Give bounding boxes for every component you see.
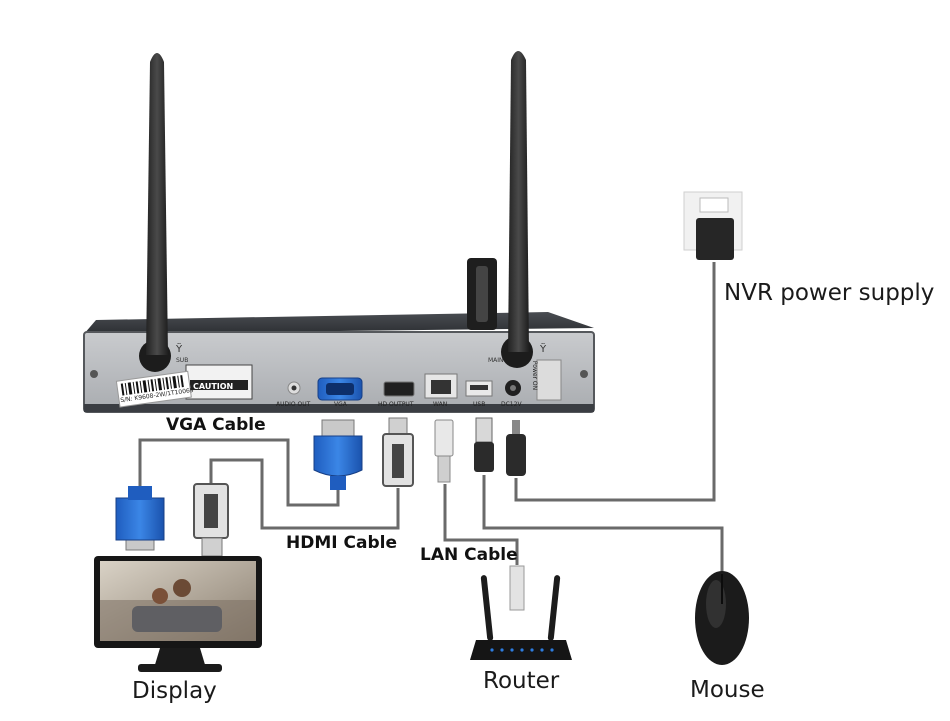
- screw: [580, 370, 588, 378]
- power-outlet: [683, 191, 743, 260]
- audio-out-label: AUDIO OUT: [276, 401, 311, 408]
- barcode-sticker: [115, 370, 192, 408]
- hdmi-wire: [209, 458, 400, 530]
- router-label: Router: [483, 668, 560, 694]
- usb-plug: [474, 417, 494, 472]
- dc-plug: [506, 420, 526, 476]
- dc12v-label: DC12V: [501, 401, 522, 408]
- display-label: Display: [132, 678, 217, 704]
- display-device: [94, 483, 262, 672]
- vga-cable-label: VGA Cable: [166, 415, 266, 435]
- usb-label: USB: [473, 401, 486, 408]
- antenna-sub-label: SUB: [176, 357, 189, 364]
- mouse-wire: [482, 475, 724, 578]
- caution-label: CAUTION: [193, 382, 234, 391]
- screw: [90, 370, 98, 378]
- nvr-top: [84, 312, 594, 334]
- antenna-main: [501, 51, 533, 368]
- lan-wire: [443, 484, 519, 565]
- vga-plug-nvr: [313, 419, 363, 490]
- mouse-device: [695, 571, 749, 665]
- mouse-label: Mouse: [690, 677, 765, 703]
- wan-label: WAN: [433, 401, 448, 408]
- hd-output-label: HD OUTPUT: [378, 401, 414, 408]
- antenna-main-label: MAIN: [488, 357, 504, 364]
- svg-text:Ÿ: Ÿ: [175, 342, 183, 355]
- vga-wire: [138, 438, 340, 507]
- svg-text:Ÿ: Ÿ: [539, 342, 547, 355]
- hdmi-port: [383, 381, 415, 397]
- power-wire: [514, 262, 716, 502]
- lan-cable-label: LAN Cable: [420, 545, 518, 565]
- antenna-sub: [139, 53, 171, 372]
- cable-wires: [138, 262, 724, 578]
- nvr-device: Ÿ Ÿ: [83, 51, 595, 413]
- power-on-label: Power ON: [531, 360, 539, 391]
- hdmi-cable-label: HDMI Cable: [286, 533, 397, 553]
- lan-plug: [434, 419, 454, 483]
- vga-port-label: VGA: [334, 401, 347, 408]
- hdmi-plug-nvr: [382, 417, 414, 487]
- power-supply-label: NVR power supply: [724, 280, 935, 306]
- router-device: [470, 565, 572, 660]
- power-switch: [536, 359, 562, 401]
